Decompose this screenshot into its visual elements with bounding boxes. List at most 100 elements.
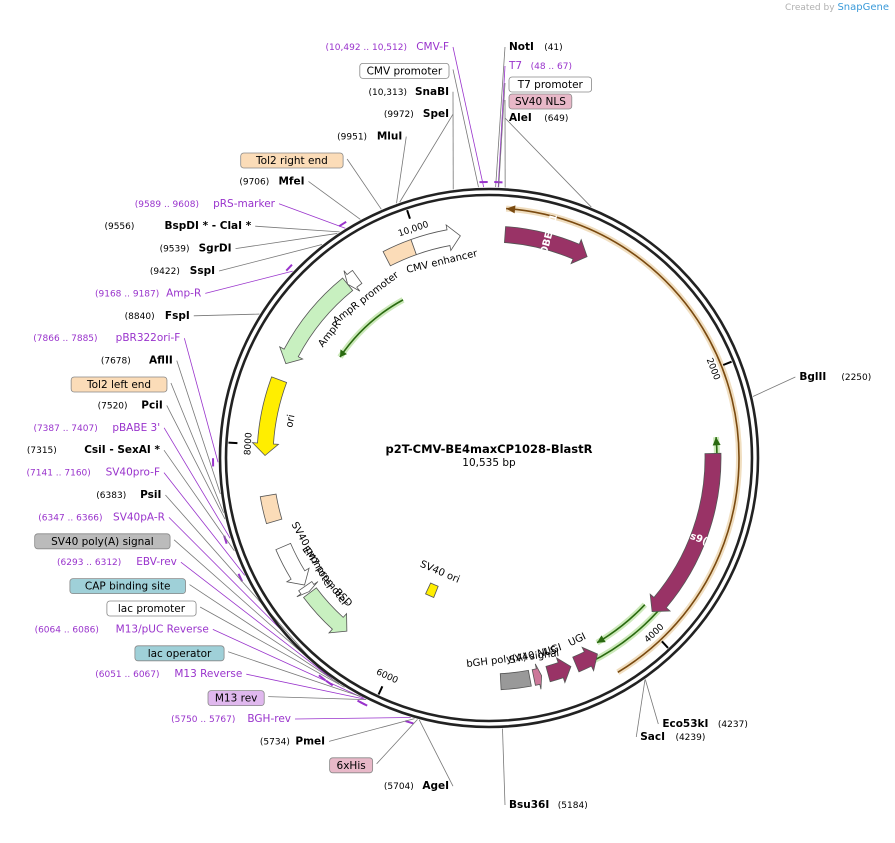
label-coords: (7866 .. 7885)	[33, 334, 97, 344]
feature-cmv-enhancer[interactable]	[410, 223, 461, 256]
feature-ugi-a[interactable]	[572, 646, 598, 673]
label-sv40pa-r[interactable]: SV40pA-R(6347 .. 6366)	[38, 511, 165, 523]
feature-cas9-n[interactable]	[649, 452, 722, 612]
label-lac-operator[interactable]: lac operator	[134, 645, 225, 662]
label-text: CAP binding site	[85, 581, 171, 593]
label-bgh-rev[interactable]: BGH-rev(5750 .. 5767)	[171, 713, 291, 725]
label-alei[interactable]: AleI(649)	[509, 112, 568, 124]
label-bsu36i[interactable]: Bsu36I(5184)	[509, 799, 588, 811]
label-coords: (7520)	[98, 401, 128, 411]
label-6xhis[interactable]: 6xHis	[329, 757, 374, 774]
label-coords: (7141 .. 7160)	[27, 469, 91, 479]
label-csii-sexai[interactable]: CsiI - SexAI *(7315)	[27, 444, 161, 456]
label-mlui[interactable]: MluI(9951)	[337, 131, 402, 143]
plasmid-backbone	[218, 187, 760, 729]
label-coords: (4237)	[718, 720, 748, 730]
label-fspi[interactable]: FspI(8840)	[125, 310, 190, 322]
label-m13-puc-reverse[interactable]: M13/pUC Reverse(6064 .. 6086)	[35, 623, 209, 635]
orf-amp	[339, 299, 404, 358]
leader-line	[399, 113, 454, 203]
feature-ugi-b[interactable]	[545, 656, 572, 684]
label-snabi[interactable]: SnaBI(10,313)	[368, 86, 449, 98]
leader-line	[235, 233, 338, 249]
label-agei[interactable]: AgeI(5704)	[384, 780, 449, 792]
feature-ori[interactable]	[251, 376, 288, 457]
label-t7[interactable]: T7(48 .. 67)	[508, 60, 572, 72]
label-coords: (7387 .. 7407)	[33, 424, 97, 434]
label-sv40pro-f[interactable]: SV40pro-F (7141 .. 7160)	[27, 467, 160, 479]
label-coords: (7315)	[27, 446, 57, 456]
feature-tol2-right-end[interactable]	[382, 238, 417, 267]
label-cmv-f[interactable]: CMV-F(10,492 .. 10,512)	[326, 41, 449, 53]
leader-line	[180, 561, 333, 680]
label-pbabe-3[interactable]: pBABE 3'(7387 .. 7407)	[33, 422, 160, 434]
label-prs-marker[interactable]: pRS-marker(9589 .. 9608)	[135, 198, 276, 210]
label-coords: (9422)	[150, 267, 180, 277]
label-text: M13 Reverse	[174, 668, 242, 680]
feature-em7-promoter[interactable]	[296, 581, 319, 598]
label-coords: (41)	[544, 43, 562, 53]
feature-ampr[interactable]	[278, 277, 354, 365]
label-pmei[interactable]: PmeI(5734)	[260, 735, 325, 747]
feature-sv40-ori[interactable]	[425, 582, 439, 598]
feature-apobec-1[interactable]	[504, 226, 588, 265]
label-t7-promoter[interactable]: T7 promoter	[508, 76, 592, 93]
label-aflii[interactable]: AflII(7678)	[101, 355, 173, 367]
label-text: Bsu36I	[509, 799, 549, 811]
label-tol2-left-end[interactable]: Tol2 left end	[70, 376, 168, 393]
label-tol2-right-end[interactable]: Tol2 right end	[240, 152, 344, 169]
label-coords: (9539)	[160, 245, 190, 255]
label-cap-binding-site[interactable]: CAP binding site	[69, 578, 186, 594]
label-text: CMV promoter	[367, 65, 443, 77]
label-pcii[interactable]: PciI(7520)	[98, 399, 163, 411]
label-noti[interactable]: NotI(41)	[509, 41, 563, 53]
label-bspdi-clai[interactable]: BspDI * - ClaI *(9556)	[104, 220, 251, 232]
label-sspi[interactable]: SspI (9422)	[150, 265, 215, 277]
feature-ampr-promoter[interactable]	[343, 269, 363, 292]
label-sv40-nls[interactable]: SV40 NLS	[508, 93, 573, 110]
label-text: Tol2 right end	[255, 155, 328, 167]
label-amp-r[interactable]: Amp-R(9168 .. 9187)	[95, 287, 201, 299]
tick-mark	[722, 360, 732, 366]
feature-sv40-promoter[interactable]	[275, 542, 310, 586]
leader-line	[246, 673, 366, 700]
label-text: SspI	[190, 265, 215, 277]
leader-line	[376, 719, 418, 765]
label-text: 6xHis	[337, 760, 366, 772]
label-spei[interactable]: SpeI(9972)	[384, 108, 449, 120]
label-lac-promoter[interactable]: lac promoter	[106, 600, 197, 617]
label-coords: (2250)	[841, 373, 871, 383]
label-coords: (6051 .. 6067)	[95, 670, 159, 680]
label-m13-rev[interactable]: M13 rev	[207, 690, 265, 706]
feature-bgh-poly-a-signal[interactable]	[499, 669, 532, 691]
label-pbr322ori-f[interactable]: pBR322ori-F(7866 .. 7885)	[33, 332, 180, 344]
label-m13-reverse[interactable]: M13 Reverse (6051 .. 6067)	[95, 668, 242, 680]
label-text: SV40pro-F	[106, 467, 160, 479]
label-text: SgrDI	[199, 243, 232, 255]
label-sgrdi[interactable]: SgrDI (9539)	[160, 243, 232, 255]
label-coords: (7678)	[101, 357, 131, 367]
label-text: MfeI	[278, 175, 304, 187]
feature-tol2-left-end[interactable]	[259, 493, 283, 525]
feature-sv40-nls-small[interactable]	[531, 663, 543, 690]
label-text: Tol2 left end	[86, 379, 151, 391]
label-saci[interactable]: SacI(4239)	[640, 731, 705, 743]
leader-line	[635, 679, 646, 738]
label-eco53ki[interactable]: Eco53kI(4237)	[662, 718, 748, 730]
label-box	[70, 376, 168, 393]
feature-bsd[interactable]	[303, 587, 348, 634]
label-psii[interactable]: PsiI(6383)	[96, 489, 161, 501]
plasmid-length: 10,535 bp	[462, 457, 516, 469]
tick-label: 8000	[243, 432, 254, 456]
label-sv40-poly-a-signal[interactable]: SV40 poly(A) signal	[34, 533, 171, 550]
label-text: PsiI	[140, 489, 161, 501]
label-box	[359, 63, 450, 79]
label-bglii[interactable]: BglII(2250)	[799, 371, 871, 383]
leader-line	[495, 46, 506, 188]
tick-mark	[377, 685, 384, 695]
label-text: SV40pA-R	[113, 511, 165, 523]
label-cmv-promoter[interactable]: CMV promoter	[359, 63, 450, 79]
leader-line	[268, 696, 367, 701]
label-mfei[interactable]: MfeI(9706)	[239, 175, 304, 187]
label-ebv-rev[interactable]: EBV-rev(6293 .. 6312)	[57, 556, 177, 568]
